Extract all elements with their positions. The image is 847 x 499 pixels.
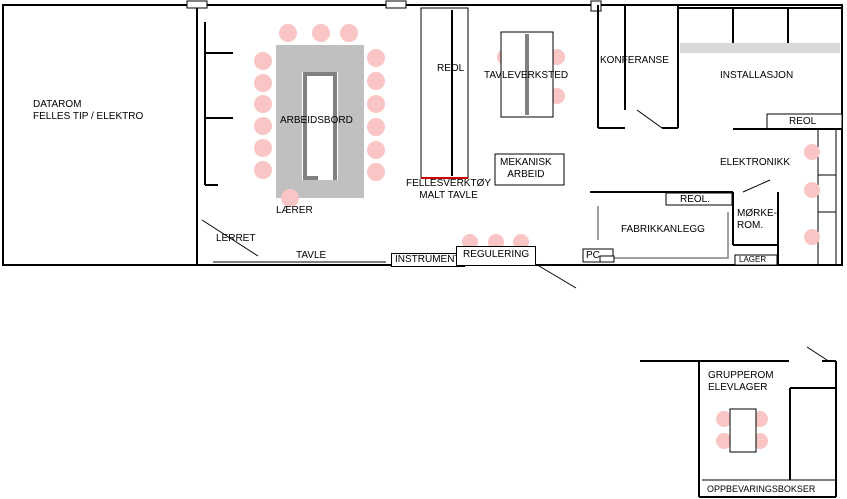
seats-elektronikk bbox=[804, 144, 820, 245]
lerret-label: LERRET bbox=[216, 233, 256, 244]
tavle-label: TAVLE bbox=[296, 250, 327, 261]
fabrikkanlegg-label: FABRIKKANLEGG bbox=[621, 224, 705, 235]
regulering-label: REGULERING bbox=[456, 246, 537, 266]
arbeidsbord-table bbox=[276, 45, 364, 198]
grupperom-table bbox=[729, 408, 757, 453]
door-swing bbox=[533, 262, 577, 289]
installasjon-label: INSTALLASJON bbox=[720, 70, 794, 81]
instrument-label: INSTRUMENT bbox=[391, 253, 465, 267]
door-marker bbox=[186, 0, 208, 9]
pc-label: PC bbox=[586, 250, 600, 261]
konferanse-label: KONFERANSE bbox=[600, 55, 669, 66]
reol-label: REOL bbox=[437, 63, 465, 74]
lager-label: LAGER bbox=[739, 255, 767, 264]
elektronikk-label: ELEKTRONIKK bbox=[720, 157, 791, 168]
mekanisk-box bbox=[494, 153, 565, 186]
tavleverksted-label: TAVLEVERKSTED bbox=[484, 70, 569, 81]
installasjon-booths bbox=[678, 7, 842, 53]
reol-mid-label: REOL. bbox=[680, 194, 711, 205]
reol-shelf bbox=[420, 7, 469, 179]
grupperom-label: GRUPPEROM ELEVLAGER bbox=[708, 370, 774, 393]
fellesverktoy-label: FELLESVERKTØY MALT TAVLE bbox=[406, 178, 492, 201]
door-marker bbox=[590, 0, 602, 12]
laerer-label: LÆRER bbox=[276, 205, 313, 216]
seats-arbeidsbord bbox=[254, 24, 385, 207]
mekanisk-label: MEKANISK ARBEID bbox=[500, 157, 552, 180]
reol-right-label: REOL bbox=[789, 116, 817, 127]
datarom-label: DATAROM FELLES TIP / ELEKTRO bbox=[33, 99, 144, 122]
oppbevaringsbokser-label: OPPBEVARINGSBOKSER bbox=[707, 484, 816, 494]
door-marker bbox=[385, 0, 407, 9]
elektronikk-bench bbox=[817, 129, 837, 265]
lager-box bbox=[734, 254, 778, 266]
arbeidsbord-label: ARBEIDSBORD bbox=[280, 115, 353, 126]
grupperom-walls bbox=[640, 346, 837, 498]
lerret-line bbox=[201, 219, 259, 257]
morkerom-label: MØRKE- ROM. bbox=[737, 208, 777, 231]
